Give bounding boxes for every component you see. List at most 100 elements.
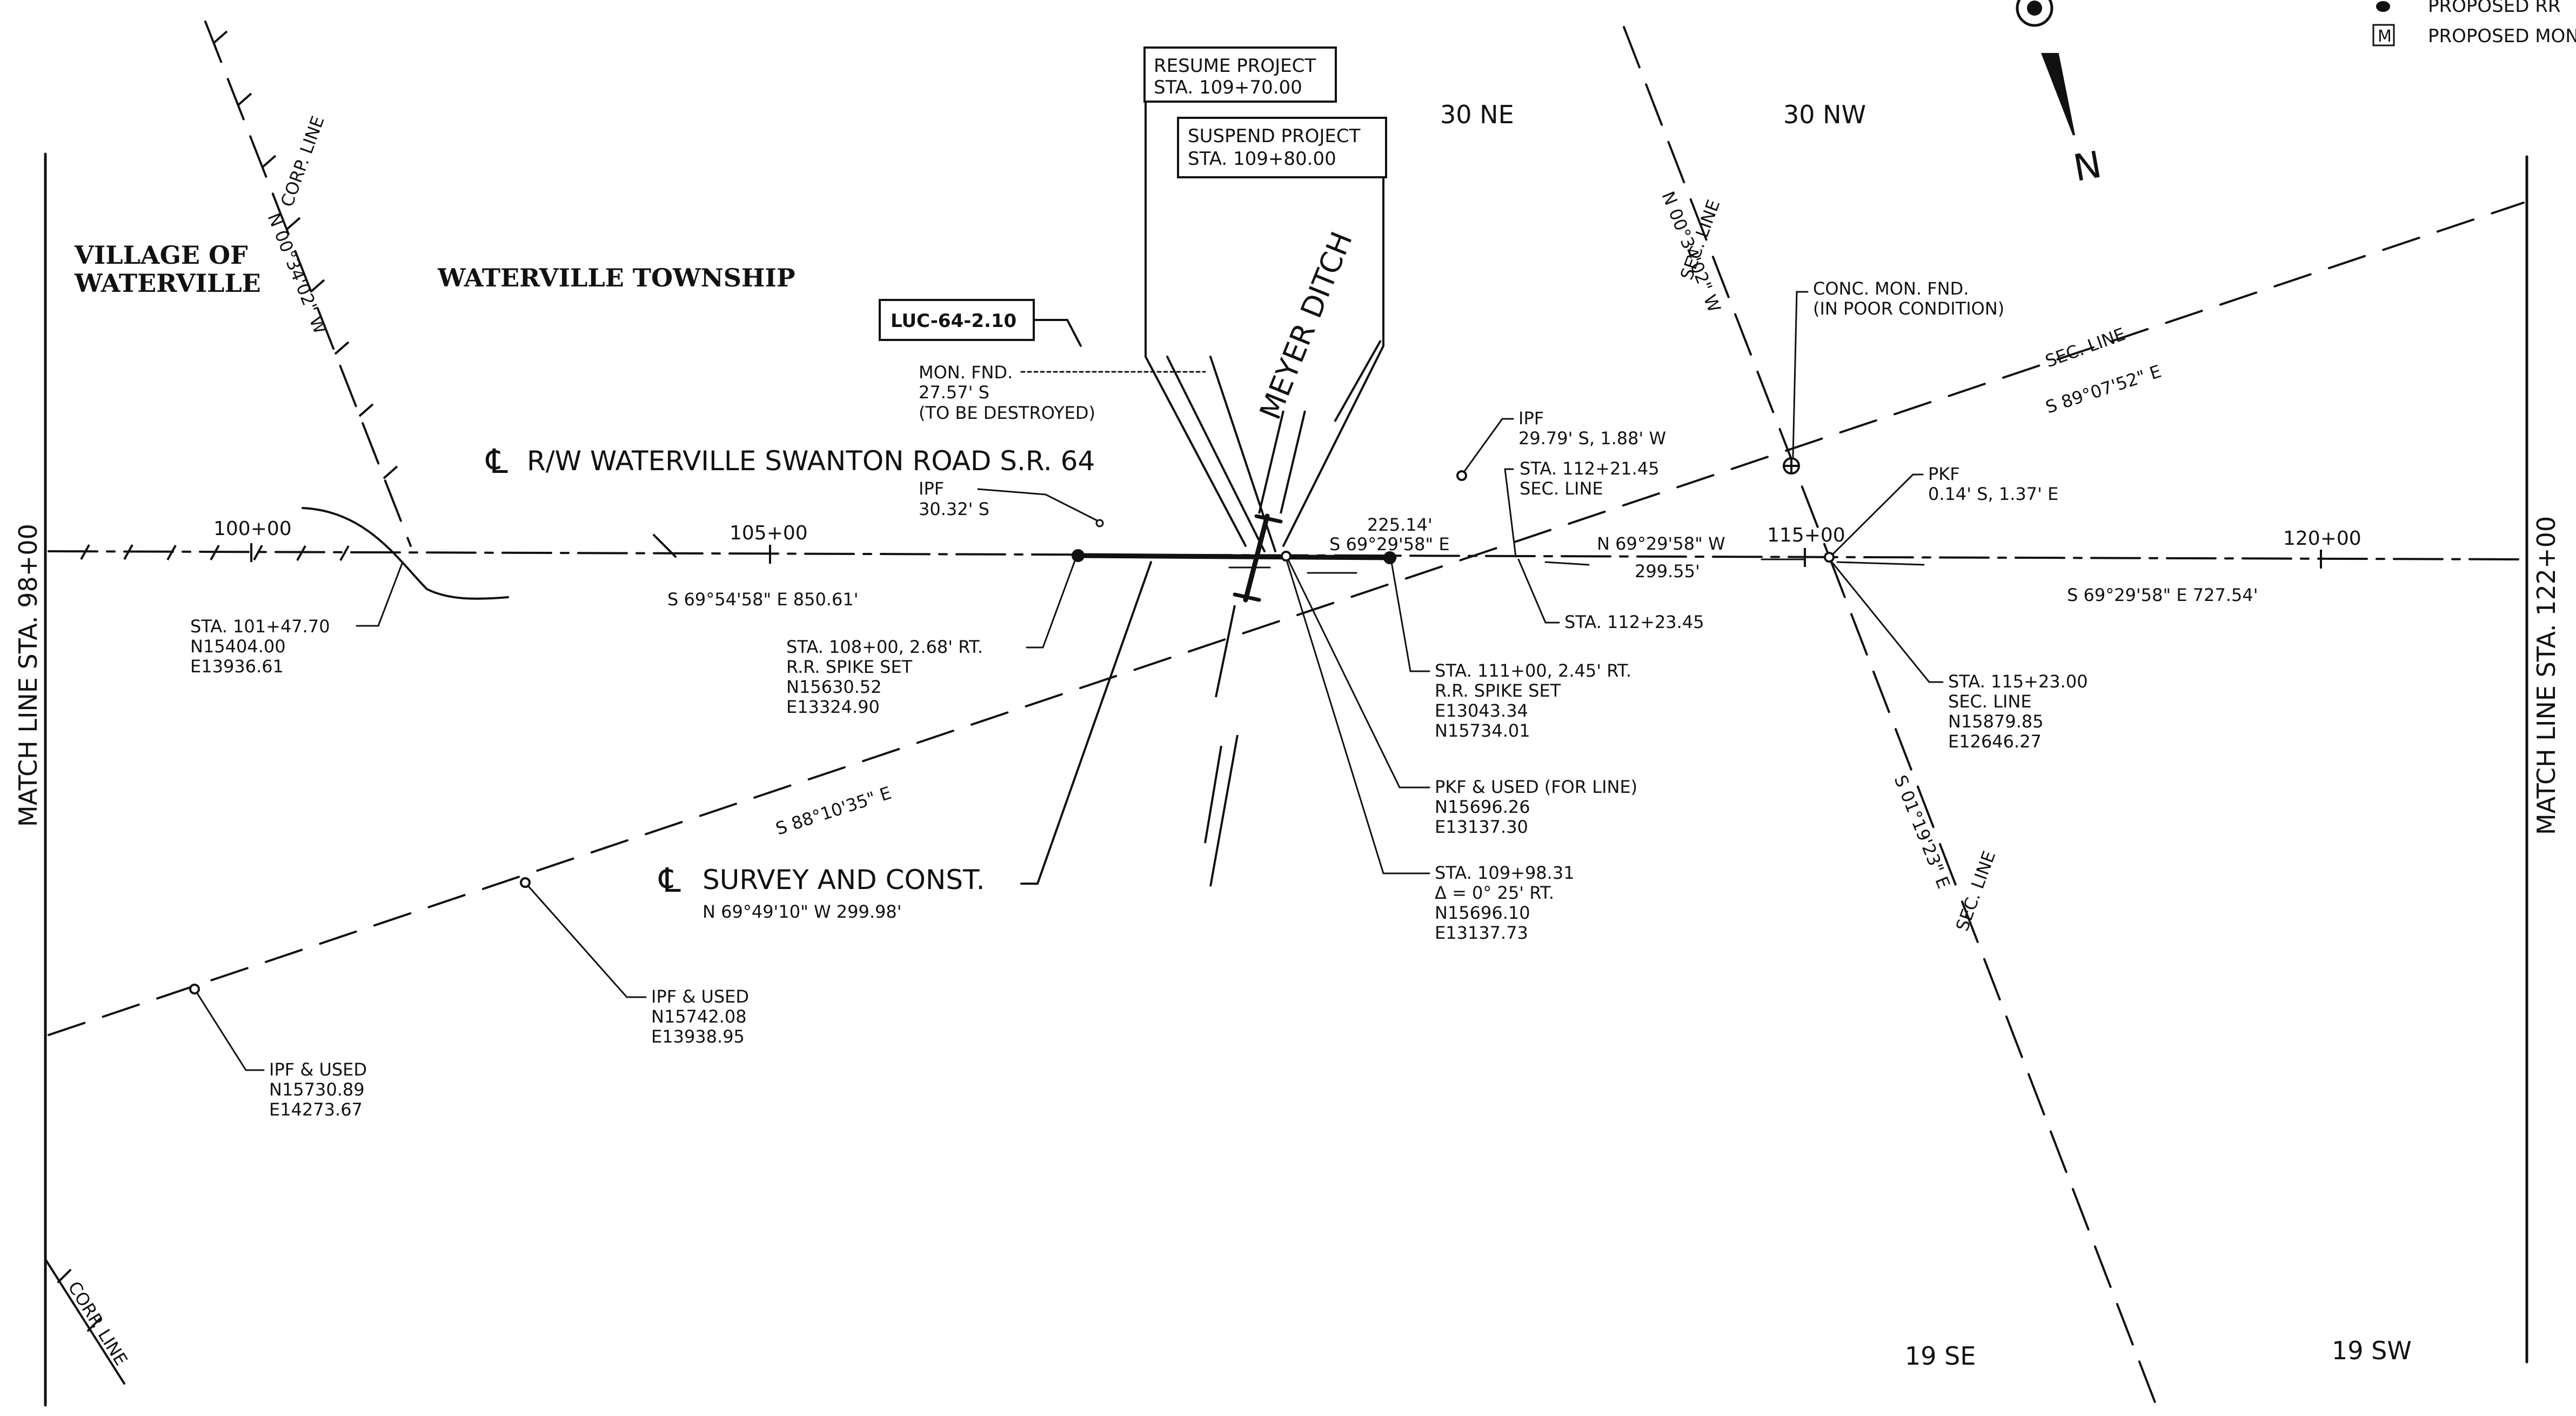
svg-text:IPF & USED: IPF & USED [269, 1059, 367, 1080]
svg-text:N15879.85: N15879.85 [1948, 711, 2044, 732]
centerline-icon: ℄ [658, 860, 681, 900]
svg-text:PKF: PKF [1928, 464, 1960, 484]
svg-text:CORP. LINE: CORP. LINE [64, 1278, 131, 1369]
match-line-left-label: MATCH LINE STA. 98+00 [14, 524, 43, 827]
svg-text:PROPOSED MON: PROPOSED MON [2428, 25, 2576, 47]
svg-text:SEC. LINE: SEC. LINE [2043, 324, 2128, 372]
callout-mon-fnd: MON. FND. 27.57' S (TO BE DESTROYED) [919, 362, 1206, 423]
svg-text:105+00: 105+00 [730, 522, 808, 544]
svg-text:N15730.89: N15730.89 [269, 1079, 365, 1100]
svg-text:120+00: 120+00 [2283, 527, 2361, 550]
ipf-icon [189, 984, 200, 994]
svg-text:CORP. LINE: CORP. LINE [277, 113, 329, 210]
ipf-icon [1456, 470, 1467, 481]
row-centerline-heavy [1075, 553, 1397, 560]
callout-ipf-2979: IPF 29.79' S, 1.88' W [1463, 408, 1666, 472]
resume-project-box: RESUME PROJECT STA. 109+70.00 [1143, 46, 1337, 103]
svg-text:E13137.30: E13137.30 [1435, 817, 1528, 837]
svg-text:N15742.08: N15742.08 [651, 1006, 747, 1027]
svg-text:N 69°49'10" W 299.98': N 69°49'10" W 299.98' [702, 901, 902, 922]
callout-sta-108: STA. 108+00, 2.68' RT. R.R. SPIKE SET N1… [786, 558, 1076, 717]
svg-text:S 69°54'58" E 850.61': S 69°54'58" E 850.61' [667, 589, 858, 610]
township-label: WATERVILLE TOWNSHIP [437, 263, 795, 292]
callout-pkf: PKF 0.14' S, 1.37' E [1832, 464, 2058, 555]
svg-text:Δ = 0° 25' RT.: Δ = 0° 25' RT. [1435, 883, 1554, 903]
section-ne: 30 NE [1440, 100, 1514, 129]
point-symbols [189, 457, 1835, 994]
north-arrow-icon [2016, 0, 2075, 136]
svg-text:E13043.34: E13043.34 [1435, 700, 1528, 721]
callout-sta-109: STA. 109+98.31 Δ = 0° 25' RT. N15696.10 … [1286, 561, 1575, 943]
svg-text:N15630.52: N15630.52 [786, 677, 882, 697]
callouts: MON. FND. 27.57' S (TO BE DESTROYED) IPF… [190, 278, 2088, 1120]
callout-sta-111: STA. 111+00, 2.45' RT. R.R. SPIKE SET E1… [1390, 561, 1631, 741]
meyer-ditch-label: MEYER DITCH [1253, 227, 1359, 424]
callout-ipf-3032: IPF 30.32' S [919, 478, 1098, 522]
svg-text:N15696.10: N15696.10 [1435, 903, 1530, 923]
corp-line-top [204, 21, 412, 547]
monument-icon [2372, 24, 2395, 46]
svg-text:STA. 111+00, 2.45' RT.: STA. 111+00, 2.45' RT. [1435, 660, 1631, 681]
survey-centerline [48, 202, 2525, 1036]
svg-text:S 01°19'23" E: S 01°19'23" E [1890, 772, 1955, 892]
legend-item-monument: M PROPOSED MON [2372, 24, 2576, 47]
svg-text:E12646.27: E12646.27 [1948, 731, 2042, 752]
project-boxes: RESUME PROJECT STA. 109+70.00 SUSPEND PR… [879, 46, 1387, 347]
village-label: VILLAGE OF [74, 241, 248, 270]
svg-text:MON. FND.: MON. FND. [919, 362, 1013, 383]
svg-text:(IN POOR CONDITION): (IN POOR CONDITION) [1813, 298, 2004, 319]
svg-text:R.R. SPIKE SET: R.R. SPIKE SET [786, 657, 913, 677]
legend-item-spike: PROPOSED RR [2376, 0, 2560, 17]
svg-text:SEC. LINE: SEC. LINE [1952, 848, 2000, 933]
svg-text:N15696.26: N15696.26 [1435, 797, 1530, 817]
svg-text:STA. 115+23.00: STA. 115+23.00 [1948, 671, 2088, 692]
svg-text:N15404.00: N15404.00 [190, 636, 286, 657]
centerline-icon: ℄ [485, 442, 508, 481]
svg-text:STA. 109+98.31: STA. 109+98.31 [1435, 863, 1575, 883]
svg-text:S 89°07'52" E: S 89°07'52" E [2043, 361, 2164, 418]
svg-text:STA. 112+21.45: STA. 112+21.45 [1520, 458, 1660, 479]
pkf-icon [1824, 552, 1835, 563]
svg-text:0.14' S, 1.37' E: 0.14' S, 1.37' E [1928, 484, 2058, 504]
conc-mon-icon [1783, 457, 1800, 475]
spike-icon [2376, 1, 2390, 12]
suspend-project-box: SUSPEND PROJECT STA. 109+80.00 [1177, 117, 1387, 178]
svg-text:30.32' S: 30.32' S [919, 499, 989, 519]
svg-text:N 00°34'02" W: N 00°34'02" W [264, 210, 331, 337]
svg-text:STA. 101+47.70: STA. 101+47.70 [190, 616, 330, 637]
project-limit-pointer [1145, 99, 1384, 547]
svg-text:PKF & USED (FOR LINE): PKF & USED (FOR LINE) [1435, 777, 1637, 797]
ipf-icon [520, 877, 531, 888]
svg-text:N 69°29'58" W: N 69°29'58" W [1597, 533, 1725, 554]
svg-text:E13324.90: E13324.90 [786, 697, 880, 717]
svg-text:IPF & USED: IPF & USED [651, 986, 749, 1007]
station-ticks [250, 543, 2322, 569]
callout-ipf-used-2: IPF & USED N15730.89 E14273.67 [196, 992, 367, 1120]
row-label: ℄ R/W WATERVILLE SWANTON ROAD S.R. 64 [485, 442, 1095, 481]
callout-sta-112b: STA. 112+23.45 [1517, 558, 1704, 632]
svg-text:STA. 108+00, 2.68' RT.: STA. 108+00, 2.68' RT. [786, 637, 983, 657]
svg-text:S 88°10'35" E: S 88°10'35" E [773, 783, 894, 839]
svg-text:SEC. LINE: SEC. LINE [1520, 478, 1603, 499]
area-labels: VILLAGE OF WATERVILLE WATERVILLE TOWNSHI… [14, 100, 2561, 1371]
corp-line-bottom [44, 1258, 125, 1385]
svg-text:STA. 109+80.00: STA. 109+80.00 [1188, 148, 1336, 170]
callout-conc-mon: CONC. MON. FND. (IN POOR CONDITION) [1792, 278, 2004, 458]
svg-text:27.57' S: 27.57' S [919, 382, 989, 403]
svg-text:SURVEY AND CONST.: SURVEY AND CONST. [702, 864, 985, 896]
pkf-icon [1281, 551, 1292, 562]
callout-sta-112a: STA. 112+21.45 SEC. LINE [1504, 458, 1660, 558]
svg-text:STA. 109+70.00: STA. 109+70.00 [1154, 77, 1302, 98]
svg-text:M: M [2378, 27, 2392, 46]
north-label: N [2070, 143, 2105, 190]
callout-sta-101: STA. 101+47.70 N15404.00 E13936.61 [190, 561, 404, 677]
svg-text:CONC. MON. FND.: CONC. MON. FND. [1813, 278, 1969, 299]
centerline-hatch [80, 544, 350, 561]
svg-text:100+00: 100+00 [213, 518, 292, 540]
svg-text:S 69°29'58" E 727.54': S 69°29'58" E 727.54' [2067, 585, 2258, 605]
section-nw: 30 NW [1783, 100, 1866, 129]
svg-text:LUC-64-2.10: LUC-64-2.10 [891, 310, 1016, 332]
svg-text:225.14': 225.14' [1367, 515, 1433, 535]
svg-text:PROPOSED RR: PROPOSED RR [2428, 0, 2560, 17]
